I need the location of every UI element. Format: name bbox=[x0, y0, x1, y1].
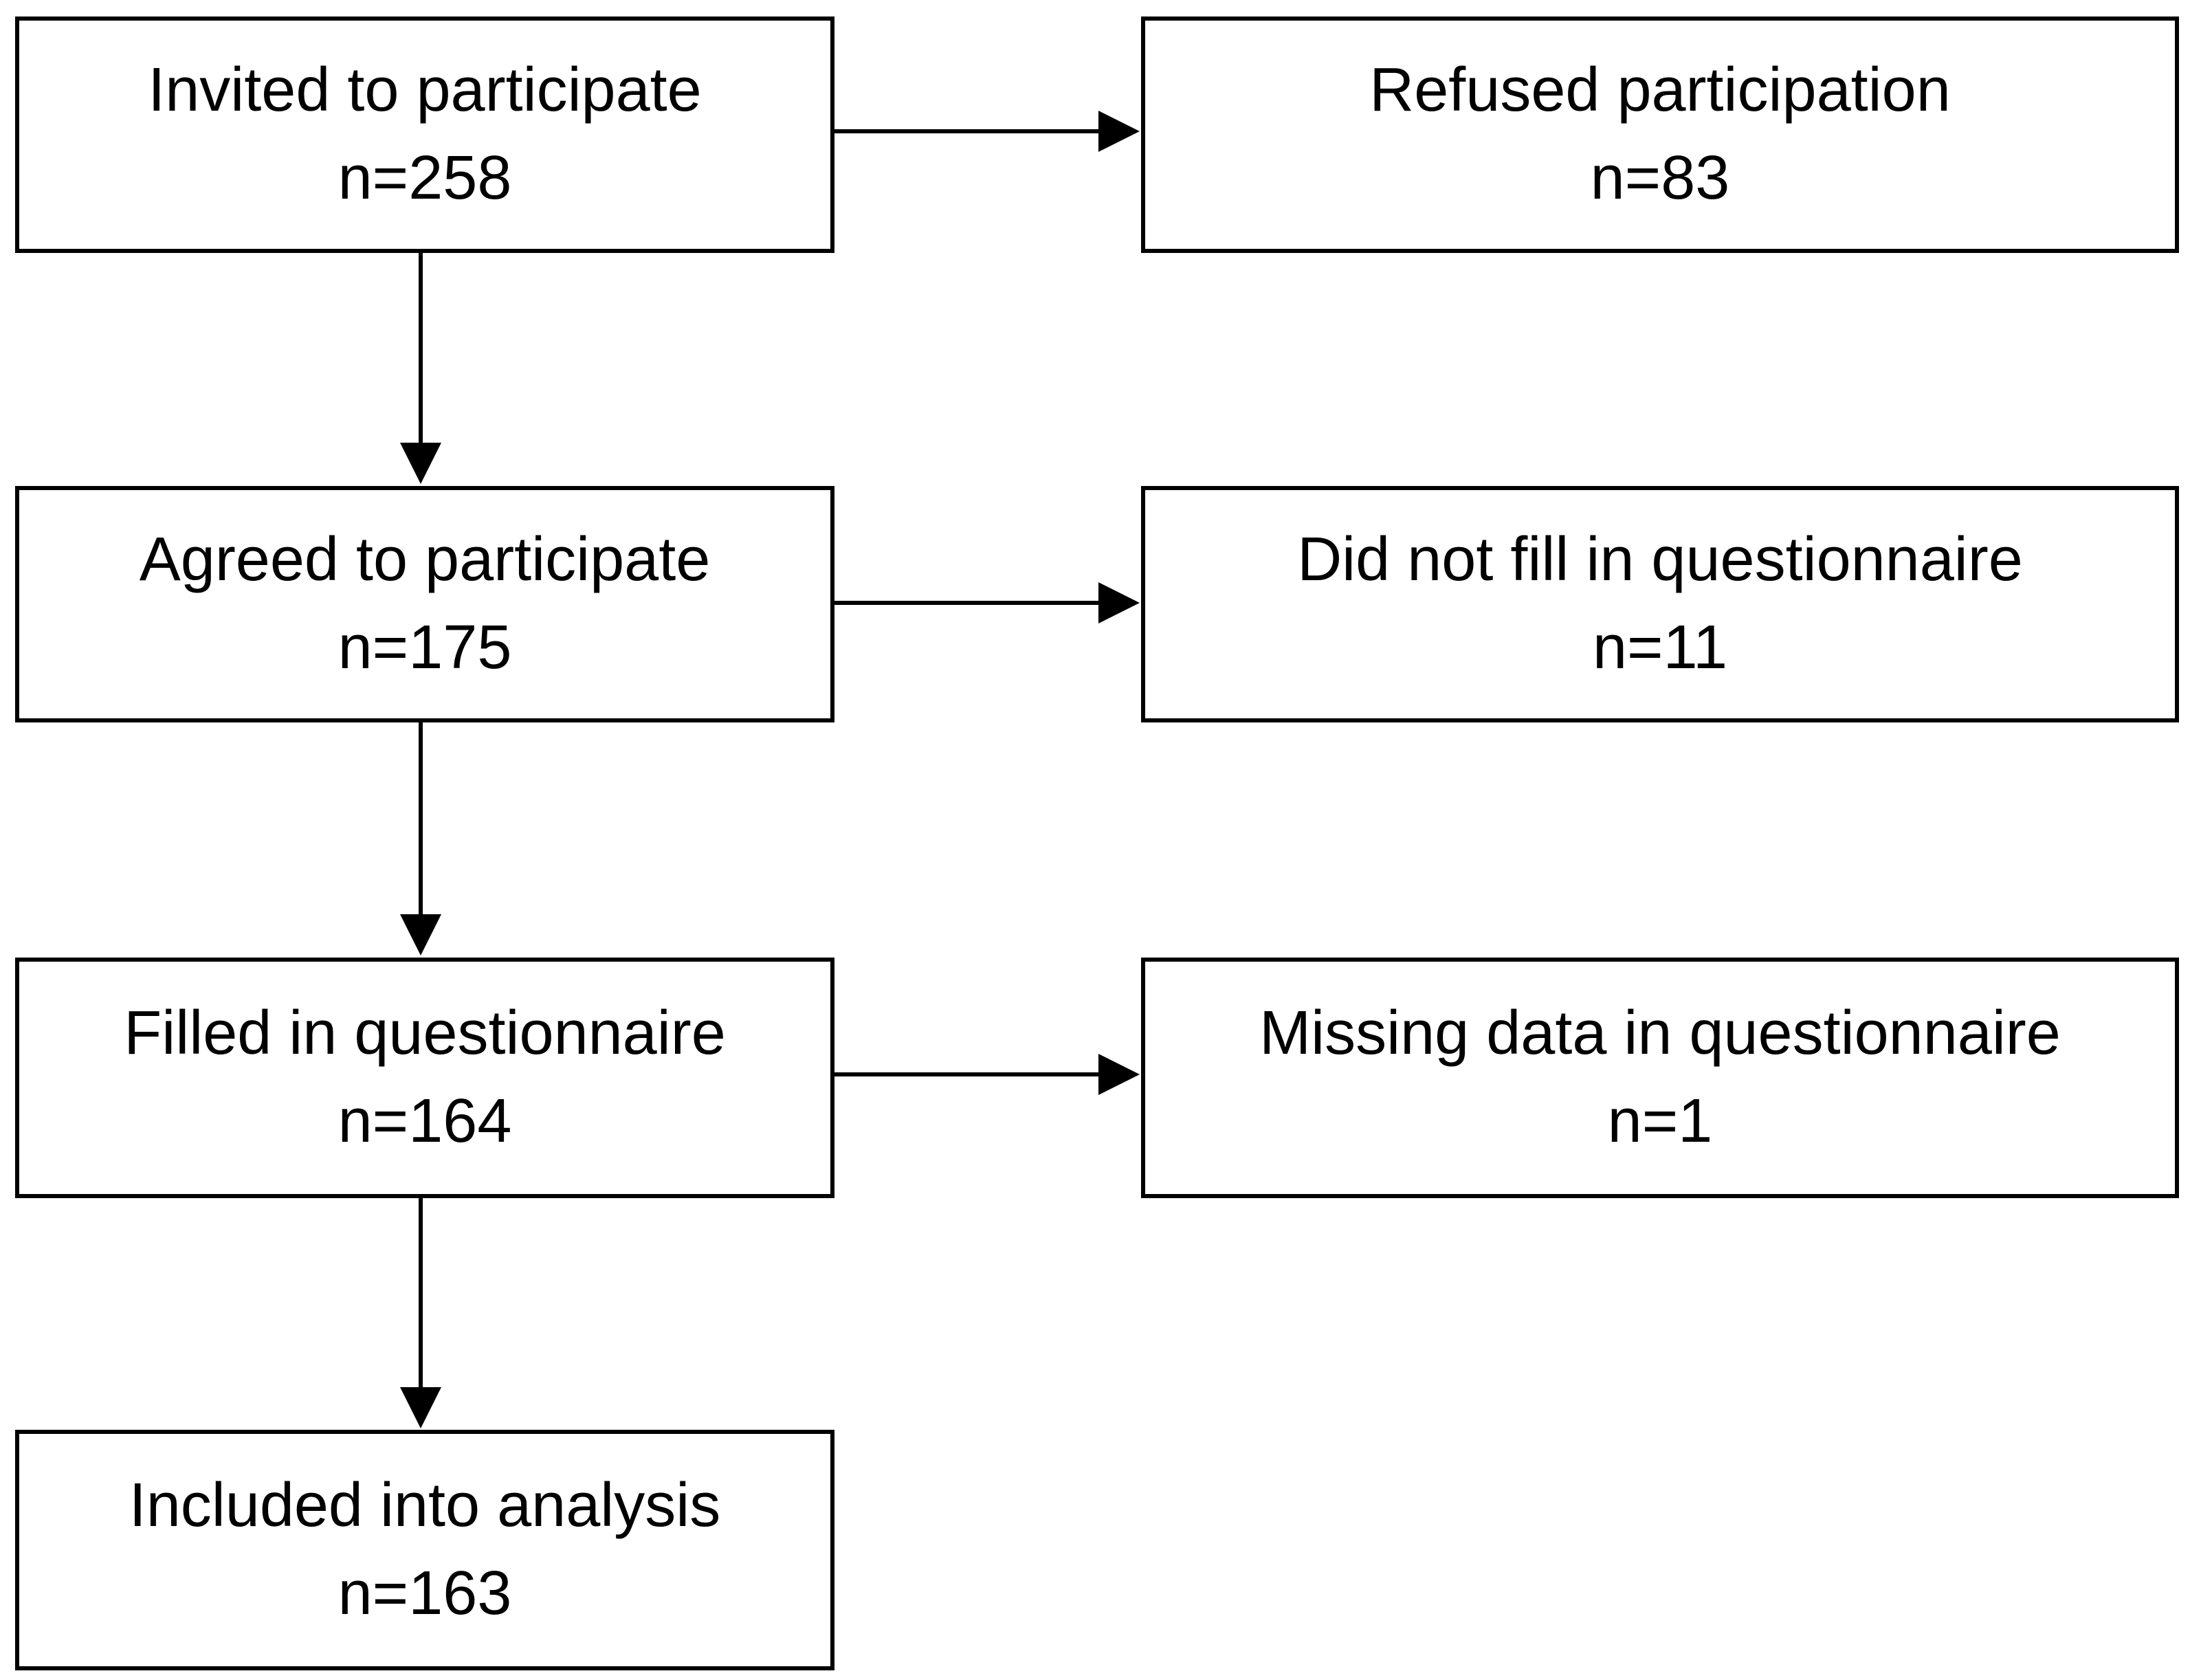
box-label: Refused participation bbox=[1369, 56, 1951, 125]
arrowhead-filled-to-included bbox=[400, 1387, 441, 1428]
box-included-into-analysis: Included into analysis n=163 bbox=[15, 1430, 834, 1670]
box-count: n=175 bbox=[338, 613, 512, 682]
box-missing-data-in-questionnaire: Missing data in questionnaire n=1 bbox=[1141, 958, 2179, 1198]
box-label: Did not fill in questionnaire bbox=[1297, 525, 2023, 595]
box-count: n=11 bbox=[1592, 613, 1728, 682]
box-count: n=164 bbox=[338, 1087, 512, 1156]
arrowhead-invited-to-refused bbox=[1098, 111, 1140, 152]
box-refused-participation: Refused participation n=83 bbox=[1141, 16, 2179, 253]
box-invited-to-participate: Invited to participate n=258 bbox=[15, 16, 834, 253]
box-label: Filled in questionnaire bbox=[124, 999, 726, 1068]
arrowhead-agreed-to-filled bbox=[400, 914, 441, 955]
arrowhead-invited-to-agreed bbox=[400, 443, 441, 484]
box-label: Missing data in questionnaire bbox=[1259, 999, 2061, 1068]
arrowhead-agreed-to-didnot bbox=[1098, 582, 1140, 623]
box-did-not-fill-in-questionnaire: Did not fill in questionnaire n=11 bbox=[1141, 486, 2179, 722]
box-count: n=83 bbox=[1590, 144, 1730, 212]
box-label: Invited to participate bbox=[148, 56, 702, 125]
box-count: n=1 bbox=[1607, 1087, 1713, 1156]
box-agreed-to-participate: Agreed to participate n=175 bbox=[15, 486, 834, 722]
box-filled-in-questionnaire: Filled in questionnaire n=164 bbox=[15, 958, 834, 1198]
box-count: n=163 bbox=[338, 1559, 512, 1628]
box-label: Agreed to participate bbox=[139, 525, 711, 595]
box-label: Included into analysis bbox=[129, 1471, 721, 1540]
arrowhead-filled-to-missing bbox=[1098, 1054, 1140, 1095]
box-count: n=258 bbox=[338, 144, 512, 212]
